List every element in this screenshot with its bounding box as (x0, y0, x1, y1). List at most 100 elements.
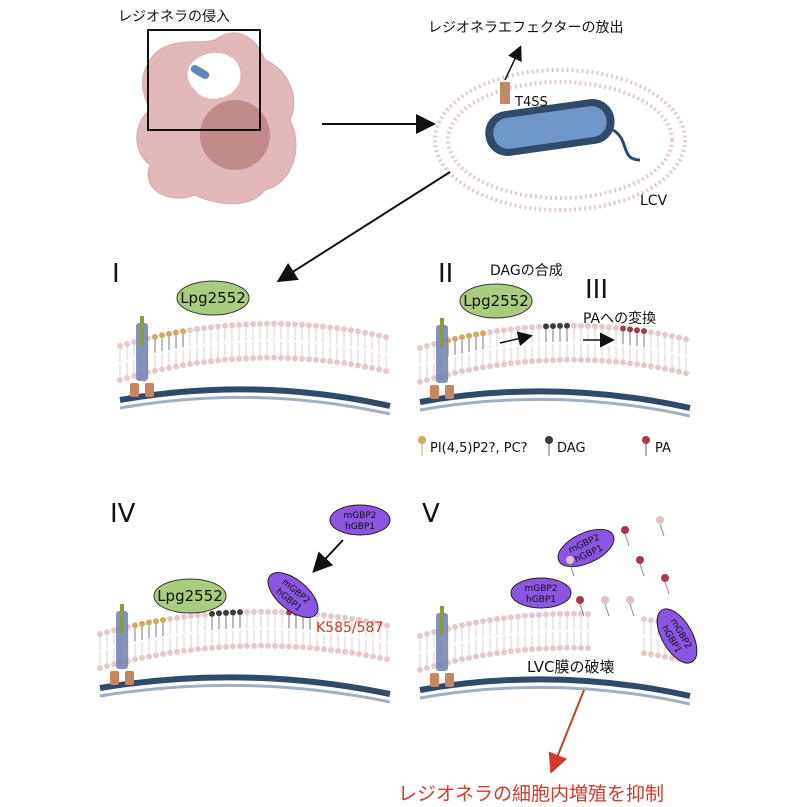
t4ss-icon (430, 318, 454, 399)
lipid-head (258, 608, 264, 615)
lipid-head (328, 646, 334, 653)
lipid-head (648, 651, 654, 658)
lipid-head (466, 332, 472, 339)
lipid-head (466, 654, 472, 661)
lipid-head (236, 355, 242, 362)
lipid-head (132, 622, 138, 629)
svg-text:mGBP2: mGBP2 (343, 511, 376, 521)
free-lipid (661, 574, 669, 582)
lipid-head (417, 345, 423, 351)
dag-synthesis-label: DAGの合成 (490, 263, 563, 279)
bacterium-icon (190, 65, 210, 79)
lipid-head (417, 667, 423, 673)
lipid-head (655, 652, 661, 659)
lipid-head (146, 653, 152, 660)
lipid-head (362, 363, 368, 370)
lipid-head (139, 620, 145, 627)
lipid-head (166, 330, 172, 337)
lipid-head (180, 362, 186, 369)
lipid-head (334, 359, 340, 366)
lipid-head (230, 609, 236, 616)
gbp-protein: mGBP2 hGBP1 (510, 577, 572, 609)
lipid-head (536, 357, 542, 364)
lipid-head (459, 622, 465, 629)
lipid-head (104, 663, 110, 670)
lipid-head (335, 647, 341, 654)
lipid-head (258, 642, 264, 649)
lipid-head (585, 645, 591, 652)
lipid-head (216, 610, 222, 617)
lipid-head (648, 329, 654, 336)
lipid-head (278, 354, 284, 361)
lipid-head (181, 613, 187, 620)
membrane-panel-1 (117, 316, 391, 416)
lipid-head (328, 612, 334, 619)
lipid-head (592, 357, 598, 364)
lipid-head (376, 332, 382, 339)
svg-text:hGBP1: hGBP1 (526, 595, 556, 605)
lipid-head (473, 331, 479, 338)
lipid-head (571, 356, 577, 363)
lipid-head (487, 651, 493, 658)
lipid-head (536, 323, 542, 330)
lipid-head (585, 611, 591, 618)
bacterium-wall (99, 674, 391, 697)
lipid-head (662, 331, 668, 338)
nucleus (200, 100, 270, 170)
lipid-head (655, 364, 661, 371)
lipid-head (669, 333, 675, 340)
lipid-head (117, 377, 123, 383)
lipid-head (265, 608, 271, 615)
lipid-head (124, 340, 130, 347)
lipid-head (131, 339, 137, 346)
lipid-head (501, 327, 507, 334)
t4ss-icon (110, 604, 134, 685)
lipid-head (299, 321, 305, 328)
lipid-head (223, 643, 229, 650)
lcv-label: LCV (640, 193, 668, 209)
lipid-head (452, 335, 458, 342)
lipid-head (480, 330, 486, 337)
lipid-head (271, 320, 277, 327)
lpg2552-label: Lpg2552 (180, 289, 246, 307)
lipid-head (285, 321, 291, 328)
lipid-head (564, 322, 570, 329)
lipid-head (166, 364, 172, 371)
lipid-head (522, 612, 528, 619)
lipid-head (564, 356, 570, 363)
lipid-head (152, 333, 158, 340)
lipid-head (424, 664, 430, 671)
lipid-head (222, 322, 228, 329)
lipid-head (529, 646, 535, 653)
t4ss-icon (130, 316, 154, 397)
lipid-head (417, 379, 423, 385)
lipid-head (487, 363, 493, 370)
lipid-head (251, 608, 257, 615)
lipid-head (383, 368, 389, 375)
lipid-head (431, 341, 437, 348)
lipid-head (683, 370, 689, 377)
lipid-head (124, 374, 130, 381)
lipid-head (431, 629, 437, 636)
lipid-head (285, 355, 291, 362)
lipid-head (250, 321, 256, 328)
lipid-head (355, 362, 361, 369)
lipid-head (431, 663, 437, 670)
conclusion-label: レジオネラの細胞内増殖を抑制 (398, 783, 664, 805)
arrow-to-panels (276, 171, 451, 283)
lipid-head (599, 323, 605, 330)
lipid-head (307, 644, 313, 651)
lipid-head (300, 644, 306, 651)
free-lipid (626, 596, 634, 604)
lipid-head (264, 320, 270, 327)
lipid-head (181, 647, 187, 654)
lipid-head (104, 629, 110, 636)
lpg2552-label: Lpg2552 (463, 292, 529, 310)
lipid-head (341, 360, 347, 367)
lipid-head (174, 614, 180, 621)
lipid-head (683, 336, 689, 343)
lipid-head (641, 328, 647, 335)
lipid-head (613, 358, 619, 365)
lipid-head (634, 327, 640, 334)
lipid-head (377, 620, 383, 627)
